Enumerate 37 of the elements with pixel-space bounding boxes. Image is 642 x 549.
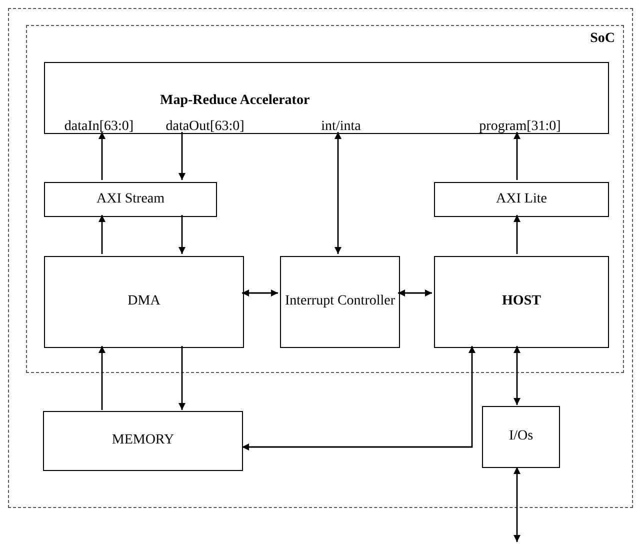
interface-block (44, 182, 217, 217)
port-name: dataOut[63:0] (164, 119, 246, 135)
block-label: DMA (126, 292, 162, 311)
port-name: dataIn[63:0] (63, 119, 135, 135)
block-label: AXI Lite (495, 190, 548, 208)
arrow (398, 290, 432, 296)
arrow (514, 346, 520, 405)
arrow (514, 467, 520, 542)
arrow (178, 346, 186, 410)
arrow (334, 132, 342, 254)
arrow (98, 132, 106, 180)
arrow (98, 215, 106, 254)
port-name: program[31:0] (478, 119, 562, 135)
dma-block (44, 256, 244, 348)
arrow (242, 346, 476, 450)
host-block (434, 256, 609, 348)
block-label: I/Os (508, 428, 534, 446)
arrow (178, 215, 186, 254)
memory-block (43, 411, 243, 471)
block-label: Interrupt Controller (284, 292, 396, 311)
block-label: Map-Reduce Accelerator (160, 93, 310, 109)
interface-block (434, 182, 609, 217)
board-outline (8, 8, 633, 508)
block-label: MEMORY (110, 432, 176, 450)
soc-region (26, 25, 624, 373)
block-label: HOST (501, 292, 542, 311)
block-label: SoC (590, 31, 615, 47)
arrow (178, 132, 186, 180)
arrow (514, 215, 520, 254)
block-label: AXI Stream (95, 190, 166, 208)
controller-block (280, 256, 400, 348)
arrow (98, 346, 106, 410)
io-block (482, 406, 560, 468)
arrow (514, 132, 520, 180)
port-name: int/inta (320, 119, 362, 135)
accelerator-block (44, 62, 609, 134)
arrow (242, 290, 278, 296)
